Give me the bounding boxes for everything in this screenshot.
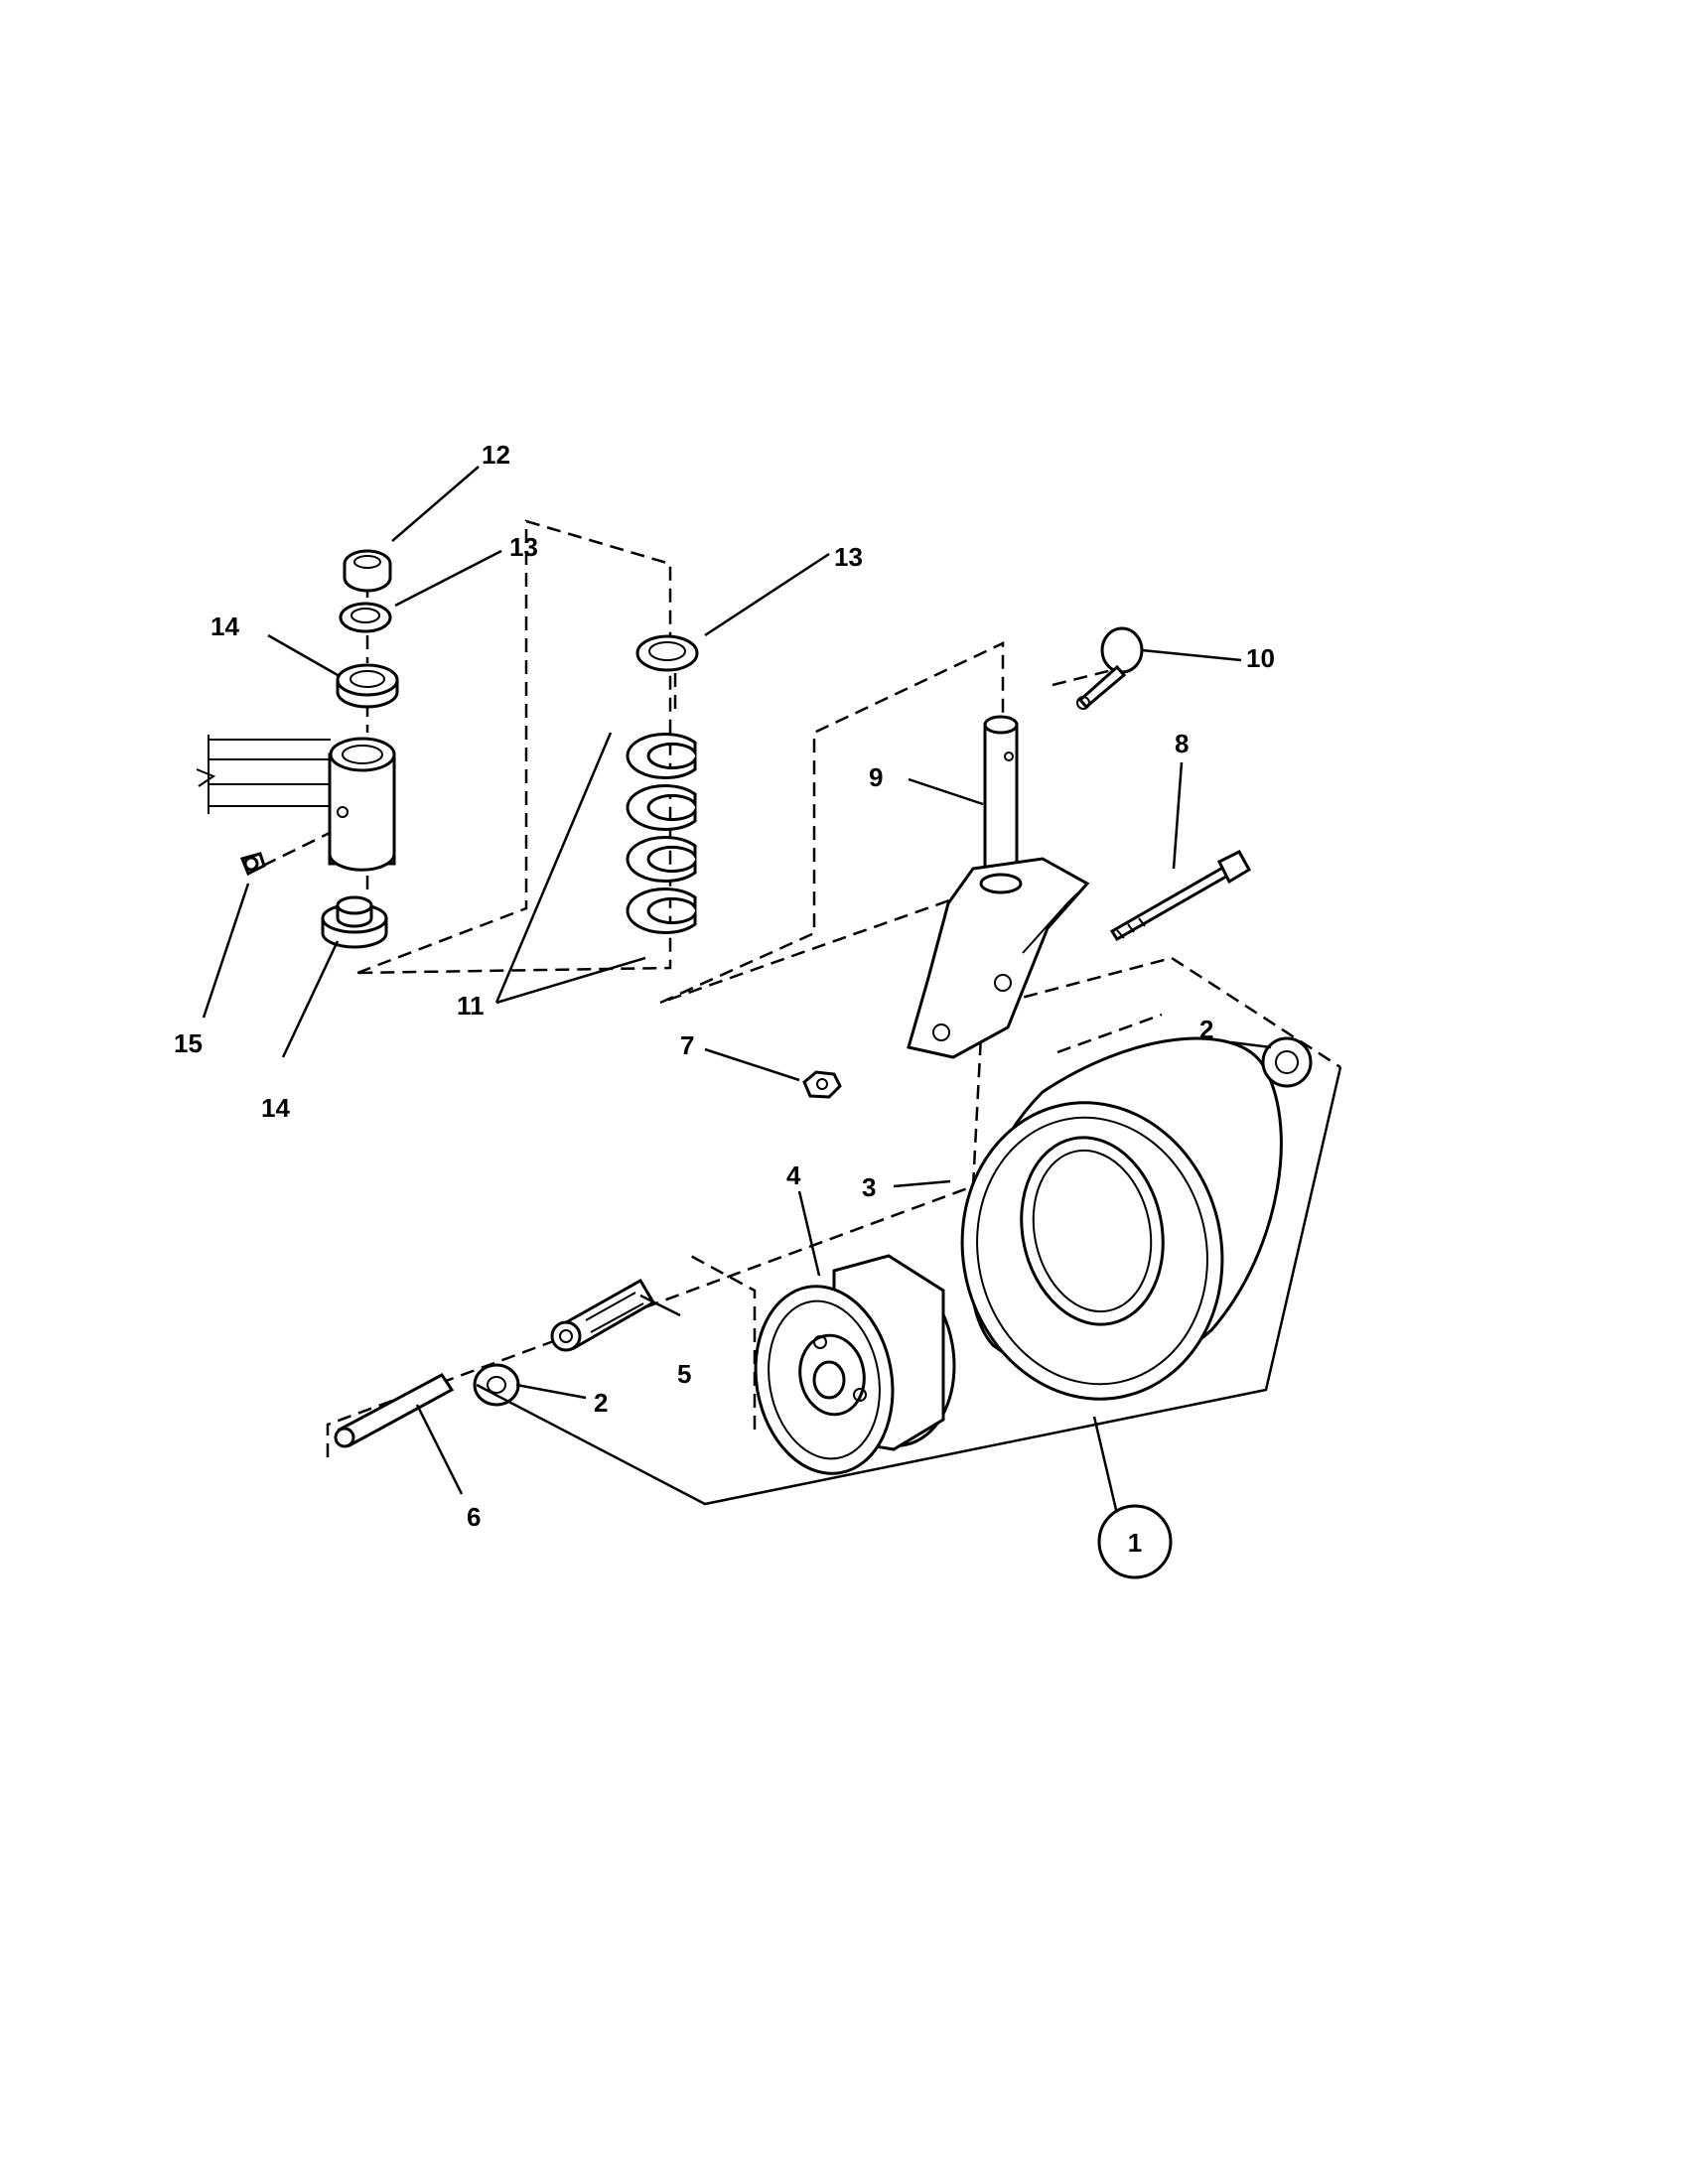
callout-14-upper: 14 <box>210 612 239 641</box>
bolt-part-8 <box>1109 850 1252 942</box>
nut-part-7 <box>802 1070 842 1099</box>
hairpin-clip-part-10 <box>1076 626 1144 710</box>
callout-15: 15 <box>174 1028 203 1058</box>
callout-10: 10 <box>1246 643 1275 673</box>
callout-12: 12 <box>482 440 510 470</box>
callout-14-lower: 14 <box>261 1093 290 1123</box>
bearing-part-2-right <box>1261 1036 1313 1088</box>
axle-part-6 <box>334 1373 455 1448</box>
callout-7: 7 <box>680 1030 694 1060</box>
caster-fork-part-9 <box>907 715 1090 1059</box>
callout-3: 3 <box>862 1172 876 1202</box>
bearing-part-2-left <box>473 1363 520 1407</box>
tire-part-3 <box>960 1036 1283 1401</box>
spacer-stack-part-11 <box>626 733 697 934</box>
c-spacer-1 <box>626 733 697 779</box>
assembly-callout-circle <box>1097 1504 1173 1579</box>
spacer-tube-part-5 <box>550 1278 656 1352</box>
pivot-tube-frame <box>196 735 396 872</box>
callout-11: 11 <box>457 991 485 1021</box>
callout-13-left: 13 <box>509 532 538 562</box>
washer-part-13-left <box>339 602 392 633</box>
callout-2-left: 2 <box>594 1388 608 1418</box>
callout-2-right: 2 <box>1199 1015 1213 1044</box>
c-spacer-3 <box>626 836 697 883</box>
callout-4: 4 <box>786 1160 801 1190</box>
callout-6: 6 <box>467 1502 481 1532</box>
c-spacer-2 <box>626 784 697 831</box>
grease-fitting-part-15 <box>239 852 266 877</box>
callout-5: 5 <box>677 1359 691 1389</box>
cap-part-12 <box>343 549 392 593</box>
bushing-part-14-upper <box>336 663 399 709</box>
washer-part-13-right <box>635 634 699 672</box>
callout-9: 9 <box>869 762 883 792</box>
bushing-part-14-lower <box>321 895 388 949</box>
callout-13-right: 13 <box>834 542 863 572</box>
callout-8: 8 <box>1175 729 1189 758</box>
rim-part-4 <box>754 1254 956 1475</box>
c-spacer-4 <box>626 887 697 934</box>
assembly-bracket-item-1 <box>476 1066 1342 1579</box>
callout-1: 1 <box>1128 1528 1142 1558</box>
leader-lines <box>202 466 1272 1495</box>
callout-labels: 12 13 13 14 10 8 9 11 15 14 7 2 3 4 5 2 … <box>174 440 1275 1558</box>
